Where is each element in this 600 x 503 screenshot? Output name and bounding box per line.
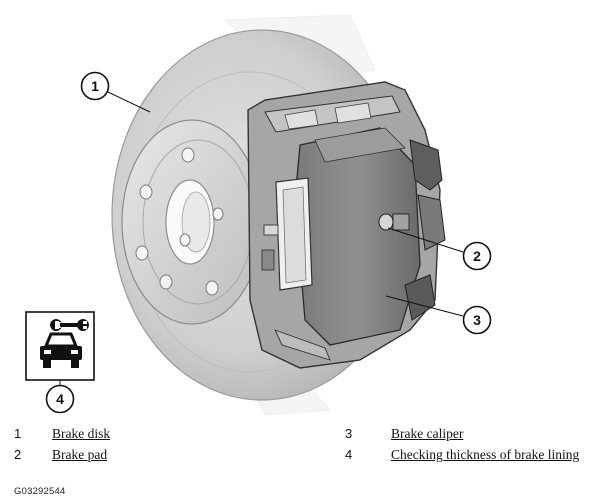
legend-number: 3 [345, 426, 353, 441]
legend-link-brake-disk[interactable]: Brake disk [52, 426, 111, 441]
lug-holes [135, 147, 224, 296]
callout-1: 1 [80, 71, 110, 101]
legend-number: 1 [14, 426, 22, 441]
callout-3: 3 [462, 305, 492, 335]
legend-number: 2 [14, 447, 22, 462]
svg-text:1: 1 [91, 78, 99, 94]
legend-link-brake-pad[interactable]: Brake pad [52, 447, 108, 462]
callout-4: 4 [45, 380, 75, 414]
legend-link-brake-caliper[interactable]: Brake caliper [391, 426, 464, 441]
svg-text:2: 2 [473, 248, 481, 264]
brake-assembly-diagram: 1 2 3 4 [25, 14, 492, 416]
wrench-icon [50, 319, 89, 331]
legend-link-checking-thickness[interactable]: Checking thickness of brake lining [391, 447, 580, 462]
service-car-wrench-icon [25, 311, 95, 381]
car-icon [40, 332, 82, 368]
callout-leaders [107, 91, 464, 317]
svg-text:4: 4 [56, 391, 64, 407]
figure-code: G03292544 [14, 486, 66, 497]
brake-caliper [247, 81, 446, 369]
legend-number: 4 [345, 447, 353, 462]
callout-2: 2 [462, 241, 492, 271]
legend: 1 Brake disk 2 Brake pad 3 Brake caliper… [0, 424, 600, 484]
svg-text:3: 3 [473, 312, 481, 328]
